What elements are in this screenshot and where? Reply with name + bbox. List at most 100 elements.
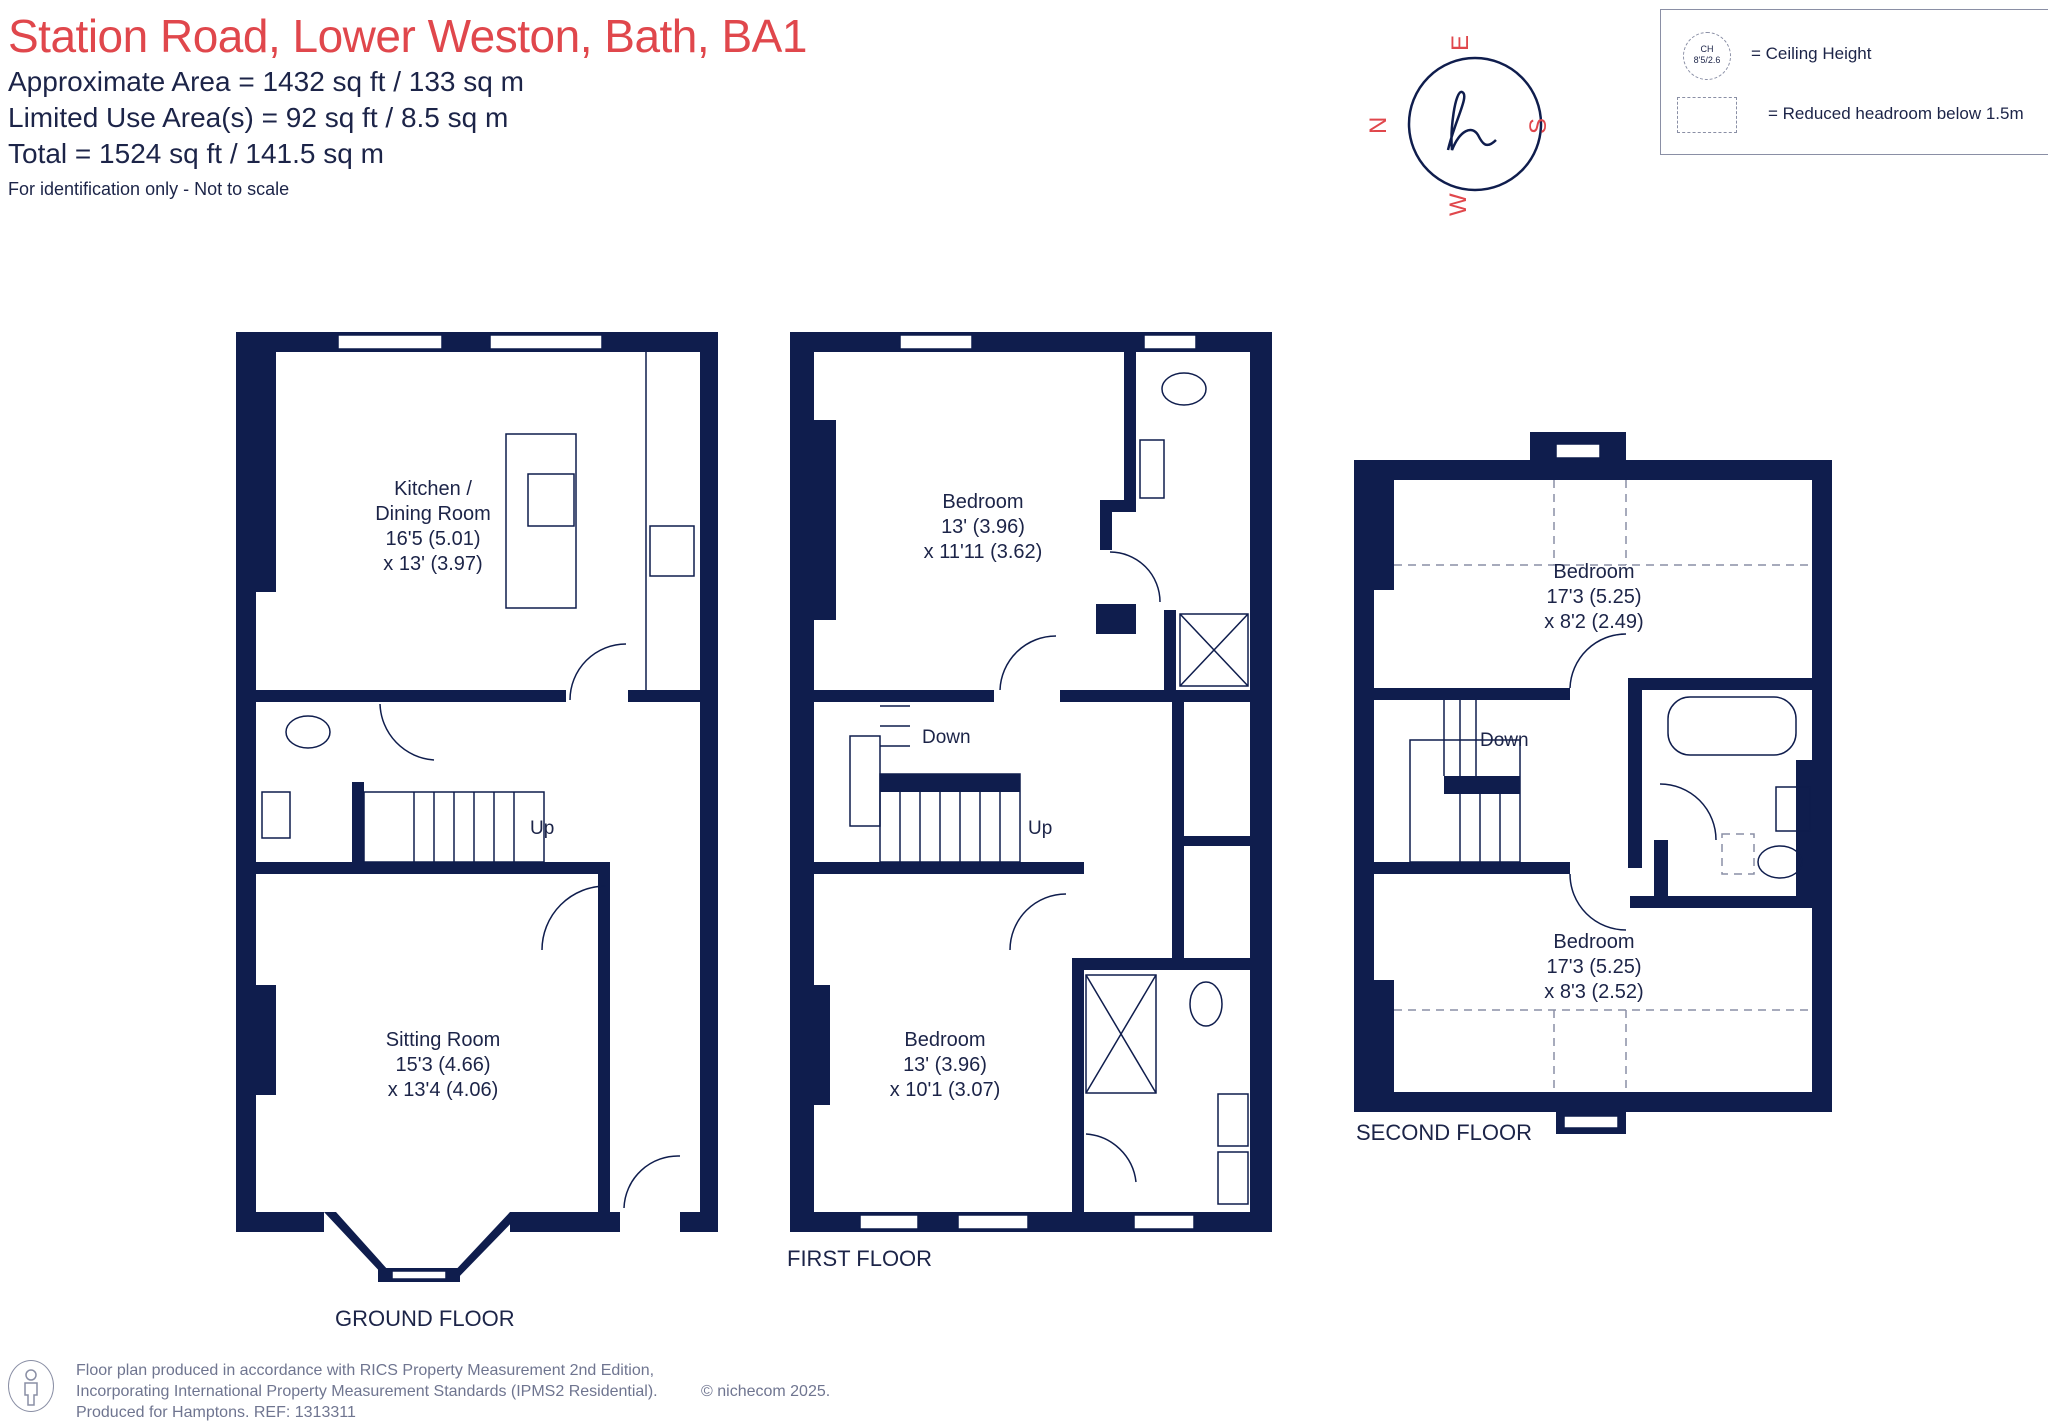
ground-floor-label: GROUND FLOOR — [335, 1306, 515, 1331]
bay-wall — [450, 1212, 522, 1282]
ch-symbol-top: CH — [1700, 44, 1714, 54]
wall — [1164, 610, 1176, 700]
wall — [256, 690, 566, 702]
wall — [1654, 840, 1668, 908]
wall — [790, 332, 1272, 352]
kitchen-dim-1: 16'5 (5.01) — [386, 528, 481, 550]
chimney-breast — [814, 420, 836, 620]
second-floor-label: SECOND FLOOR — [1356, 1120, 1532, 1145]
wall — [1060, 690, 1250, 702]
ch-symbol-bottom: 8'5/2.6 — [1693, 55, 1721, 65]
second-bedroom-b-dim-1: 17'3 (5.25) — [1547, 956, 1642, 978]
wall — [1796, 760, 1812, 896]
first-bedroom-a-dim-2: x 11'11 (3.62) — [924, 541, 1043, 563]
wall — [814, 862, 1084, 874]
window — [859, 1214, 919, 1230]
property-title: Station Road, Lower Weston, Bath, BA1 — [8, 10, 807, 62]
first-floor: Bedroom 13' (3.96) x 11'11 (3.62) Bedroo… — [787, 332, 1272, 1271]
wall — [790, 332, 814, 1232]
sitting-dim-1: 15'3 (4.66) — [396, 1054, 491, 1076]
wall — [1628, 678, 1642, 868]
basin — [261, 791, 291, 839]
wall — [1172, 702, 1184, 958]
chimney-breast — [1374, 980, 1394, 1092]
wall — [352, 782, 364, 866]
reduced-headroom-label: = Reduced headroom below 1.5m — [1768, 104, 2024, 123]
sink — [527, 473, 575, 527]
sitting-name: Sitting Room — [386, 1029, 501, 1051]
staircase — [1409, 739, 1521, 863]
wall — [1100, 500, 1112, 550]
stair-treads — [880, 705, 1001, 862]
sitting-dim-2: x 13'4 (4.06) — [388, 1079, 499, 1101]
door-swing — [1009, 893, 1067, 951]
kitchen-island — [505, 433, 577, 609]
toilet — [1757, 845, 1803, 879]
wall — [510, 1212, 620, 1232]
door-swing — [379, 703, 435, 761]
door-swing — [1569, 873, 1627, 931]
chimney-breast — [1374, 480, 1394, 590]
wall — [1374, 862, 1570, 874]
stair-treads — [1443, 700, 1501, 862]
compass: E N S W — [1365, 35, 1552, 216]
kitchen-name-2: Dining Room — [375, 503, 491, 525]
chimney-breast — [814, 985, 830, 1105]
first-floor-label: FIRST FLOOR — [787, 1246, 932, 1271]
chimney-breast — [256, 985, 276, 1095]
bay-wall — [324, 1212, 388, 1276]
door-swing — [1569, 633, 1627, 689]
wall — [1374, 688, 1570, 700]
wall — [1124, 352, 1136, 502]
toilet — [285, 715, 331, 749]
first-bedroom-a-dim-1: 13' (3.96) — [941, 516, 1025, 538]
limited-use-area: Limited Use Area(s) = 92 sq ft / 8.5 sq … — [8, 102, 509, 133]
wall — [256, 862, 610, 874]
basin — [1217, 1151, 1249, 1205]
copyright: © nichecom 2025. — [701, 1383, 831, 1400]
door-swing — [1085, 1133, 1137, 1183]
wall — [1630, 678, 1812, 690]
window — [1133, 1214, 1195, 1230]
ceiling-height-symbol: CH 8'5/2.6 — [1683, 32, 1731, 80]
wall — [680, 1212, 718, 1232]
ceiling-height-label: = Ceiling Height — [1751, 44, 1872, 63]
stairs-down-label: Down — [922, 727, 971, 748]
wall — [814, 690, 994, 702]
wall — [1250, 332, 1272, 1232]
first-bedroom-b-name: Bedroom — [904, 1029, 985, 1051]
scale-note: For identification only - Not to scale — [8, 179, 290, 199]
reduced-headroom-symbol — [1677, 97, 1737, 133]
wall — [628, 690, 700, 702]
door-swing — [1659, 783, 1717, 841]
compass-s: S — [1525, 118, 1552, 134]
toilet — [1161, 372, 1207, 406]
total-area: Total = 1524 sq ft / 141.5 sq m — [8, 138, 384, 169]
stair-treads — [413, 792, 515, 862]
window — [1563, 1115, 1619, 1129]
window — [391, 1270, 447, 1280]
footer-line-2: Incorporating International Property Mea… — [76, 1383, 658, 1400]
door-swing — [1109, 551, 1161, 603]
second-bedroom-a-dim-1: 17'3 (5.25) — [1547, 586, 1642, 608]
footer-line-3: Produced for Hamptons. REF: 1313311 — [76, 1404, 356, 1421]
stair-rail — [1444, 776, 1520, 794]
wall — [1630, 896, 1812, 908]
wall — [1812, 460, 1832, 1110]
wall — [1354, 460, 1832, 480]
stairs-up-label: Up — [1028, 818, 1052, 839]
wall — [700, 332, 718, 1232]
door-swing — [541, 885, 607, 951]
header: Station Road, Lower Weston, Bath, BA1 Ap… — [8, 8, 807, 204]
legend: CH 8'5/2.6 = Ceiling Height = Reduced he… — [1660, 9, 2048, 155]
wall — [1354, 460, 1374, 1110]
person-icon — [8, 1360, 54, 1412]
footer-line-1: Floor plan produced in accordance with R… — [76, 1362, 655, 1379]
wall — [236, 332, 718, 352]
shower-tray — [1085, 974, 1157, 1094]
wall — [236, 1212, 324, 1232]
basin — [1217, 1093, 1249, 1147]
compass-monogram — [1446, 90, 1497, 151]
wall — [1096, 604, 1136, 634]
